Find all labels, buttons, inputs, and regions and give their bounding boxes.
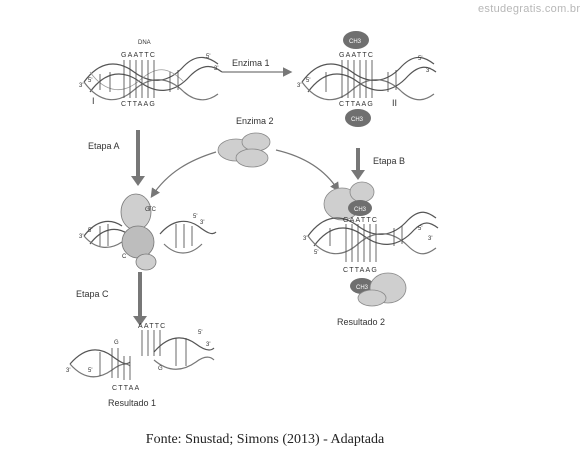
etapa-a-label: Etapa A (88, 141, 120, 151)
end-5-left-2: 5' (306, 78, 310, 84)
resultado-1-label: Resultado 1 (108, 398, 156, 408)
seq-top-bound-tc: TC (148, 207, 157, 213)
roman-1: I (92, 96, 95, 106)
end-3-right-1: 3' (214, 66, 218, 72)
end-3-left-r2: 3' (303, 236, 307, 242)
enzima-2-label: Enzima 2 (236, 116, 274, 126)
enzyme-bottom-resultado-2 (350, 272, 407, 307)
enzima-2-shape (217, 132, 271, 168)
end-5-left-bound: 5' (88, 228, 92, 234)
seq-bottom-1: CTTAAG (121, 101, 156, 108)
arrow-enzima2-right (275, 149, 340, 193)
ch3-bottom-label: CH3 (351, 117, 364, 123)
dna-helix-resultado-2 (307, 211, 439, 262)
end-3-right-bound: 3' (200, 220, 204, 226)
end-5-right-2: 5' (418, 56, 422, 62)
enzima-1-label: Enzima 1 (232, 58, 270, 68)
end-3-right-r2: 3' (428, 236, 432, 242)
resultado-2-label: Resultado 2 (337, 317, 385, 327)
dna-helix-1 (83, 56, 223, 101)
dna-fragments-resultado-1 (69, 330, 215, 380)
seq-top-bound: G (145, 207, 150, 213)
seq-top-r2: GAATTC (343, 217, 378, 224)
ch3-top-enzyme (343, 31, 369, 49)
dna-helix-2 (301, 56, 437, 101)
seq-r1-bottom: CTTAA (112, 385, 140, 392)
end-3-left-bound: 3' (79, 234, 83, 240)
end-3-left-r1: 3' (66, 368, 70, 374)
source-caption: Fonte: Snustad; Simons (2013) - Adaptada (145, 432, 385, 447)
end-5-left-r1: 5' (88, 368, 92, 374)
end-5-left-1: 5' (88, 78, 92, 84)
end-5-right-r1: 5' (198, 330, 202, 336)
enzyme-top-resultado-2 (323, 181, 375, 221)
seq-r1-top: AATTC (138, 323, 166, 330)
ch3-bottom-enzyme (345, 109, 371, 127)
end-3-right-r1: 3' (206, 342, 210, 348)
end-5-left-r2: 5' (314, 250, 318, 256)
roman-2: II (392, 98, 397, 108)
ch3-r2-bottom-label: CH3 (356, 285, 369, 291)
seq-bound-c: C (122, 254, 127, 260)
dna-label: DNA (138, 40, 151, 46)
etapa-b-label: Etapa B (373, 156, 405, 166)
end-5-right-1: 5' (206, 54, 210, 60)
end-5-right-bound: 5' (193, 214, 197, 220)
etapa-c-label: Etapa C (76, 289, 109, 299)
end-3-right-2: 3' (426, 68, 430, 74)
seq-bottom-r2: CTTAAG (343, 267, 378, 274)
end-3-left-1: 3' (79, 83, 83, 89)
end-3-left-2: 3' (297, 83, 301, 89)
ch3-top-label: CH3 (349, 39, 362, 45)
seq-r1-g-right: G (158, 366, 163, 372)
watermark: estudegratis.com.br (478, 3, 580, 15)
seq-top-1: GAATTC (121, 52, 156, 59)
seq-bottom-2: CTTAAG (339, 101, 374, 108)
arrow-enzima2-left (150, 151, 217, 198)
end-5-right-r2: 5' (418, 226, 422, 232)
seq-r1-g-left: G (114, 340, 119, 346)
enzyme-bound-shape (120, 193, 157, 271)
ch3-r2-top-label: CH3 (354, 207, 367, 213)
seq-top-2: GAATTC (339, 52, 374, 59)
